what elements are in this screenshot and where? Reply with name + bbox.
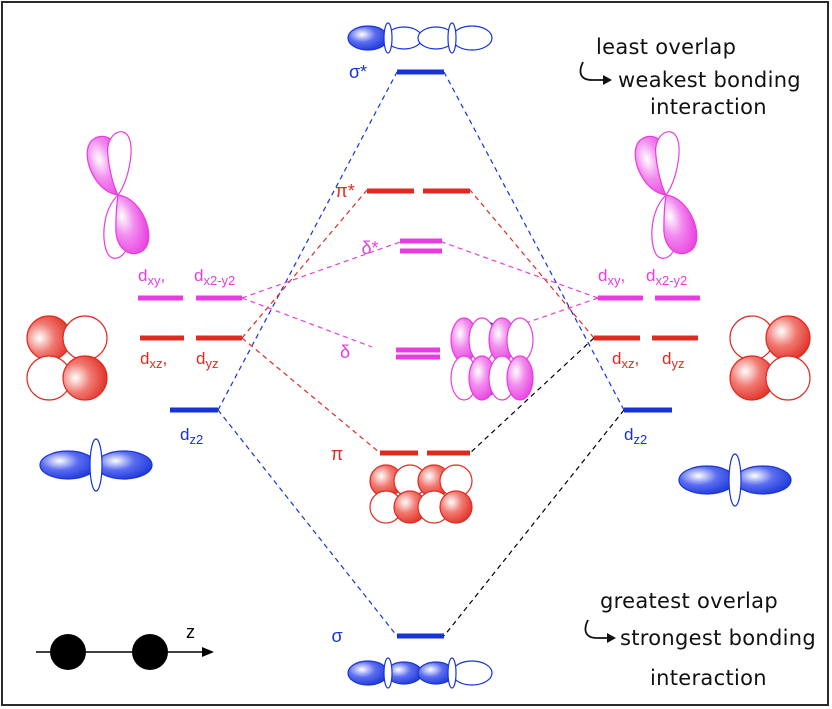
label-right-dz2: dz2 bbox=[624, 425, 647, 447]
annotation-bottom-line1: greatest overlap bbox=[600, 589, 778, 613]
atom-right bbox=[132, 634, 168, 670]
arrow-hook-icon bbox=[584, 619, 612, 639]
orbital-delta bbox=[450, 317, 534, 401]
label-pi: π bbox=[331, 444, 343, 464]
z-axis-label: z bbox=[186, 622, 195, 642]
annotation-top-line3: interaction bbox=[650, 95, 767, 119]
annotation-bottom-line2: strongest bonding bbox=[620, 626, 816, 650]
annotation-bottom: greatest overlap strongest bonding inter… bbox=[584, 589, 816, 690]
annotation-bottom-line3: interaction bbox=[650, 666, 767, 690]
label-right-dxz: dxz, bbox=[612, 349, 639, 371]
correlation-line-dxz-right-pi-star bbox=[469, 189, 595, 339]
label-right-dxy: dxy, bbox=[598, 266, 625, 288]
label-pi-star: π* bbox=[335, 181, 354, 201]
label-right-dyz: dyz bbox=[662, 349, 684, 371]
correlation-line-dxy-right-delta-star bbox=[441, 241, 599, 299]
correlation-lines bbox=[217, 71, 625, 637]
label-sigma-star: σ* bbox=[349, 62, 367, 82]
correlation-line-dxy-left-delta bbox=[241, 297, 373, 348]
arrow-hook-icon bbox=[579, 61, 608, 81]
orbital-left-dxy bbox=[86, 131, 150, 259]
label-left-dx2y2: dx2-y2 bbox=[194, 266, 235, 288]
atomic-levels bbox=[138, 295, 700, 413]
right-ao-labels: dxy, dx2-y2 dxz, dyz dz2 bbox=[598, 266, 687, 447]
mo-labels: σ* π* δ* δ π σ bbox=[331, 62, 379, 646]
correlation-line-dz2-left-sigma bbox=[217, 409, 398, 637]
correlation-line-dxy-left-delta-star bbox=[241, 241, 401, 299]
orbital-sigma-star bbox=[347, 22, 493, 54]
correlation-line-dxz-right-pi bbox=[469, 337, 595, 454]
label-delta-star: δ* bbox=[361, 238, 378, 258]
z-axis-icon: z bbox=[36, 622, 214, 670]
annotation-top: least overlap weakest bonding interactio… bbox=[579, 35, 801, 119]
orbital-pi bbox=[369, 464, 473, 524]
label-delta: δ bbox=[340, 342, 350, 362]
correlation-line-dz2-right-sigma bbox=[443, 409, 625, 637]
annotation-top-line2: weakest bonding bbox=[618, 68, 801, 92]
correlation-line-dxz-left-pi bbox=[241, 337, 381, 454]
orbital-left-dz2 bbox=[39, 438, 153, 492]
orbital-right-dxy bbox=[634, 131, 698, 259]
mo-levels bbox=[367, 69, 470, 639]
correlation-line-dz2-right-sigma-star bbox=[443, 71, 625, 411]
atom-left bbox=[50, 634, 86, 670]
label-left-dxz: dxz, bbox=[140, 349, 167, 371]
label-left-dz2: dz2 bbox=[180, 425, 203, 447]
label-left-dxy: dxy, bbox=[138, 266, 165, 288]
label-right-dx2y2: dx2-y2 bbox=[646, 266, 687, 288]
correlation-line-dz2-left-sigma-star bbox=[217, 71, 398, 411]
label-left-dyz: dyz bbox=[196, 349, 218, 371]
label-sigma: σ bbox=[331, 626, 342, 646]
orbital-sigma bbox=[347, 657, 493, 689]
orbital-left-dxz bbox=[26, 315, 108, 401]
orbital-right-dz2 bbox=[678, 453, 792, 507]
correlation-line-dxz-left-pi-star bbox=[241, 189, 368, 339]
left-ao-labels: dxy, dx2-y2 dxz, dyz dz2 bbox=[138, 266, 235, 447]
correlation-line-dxy-right-delta bbox=[519, 297, 599, 326]
annotation-top-line1: least overlap bbox=[596, 35, 736, 59]
orbital-right-dxz bbox=[729, 315, 811, 401]
